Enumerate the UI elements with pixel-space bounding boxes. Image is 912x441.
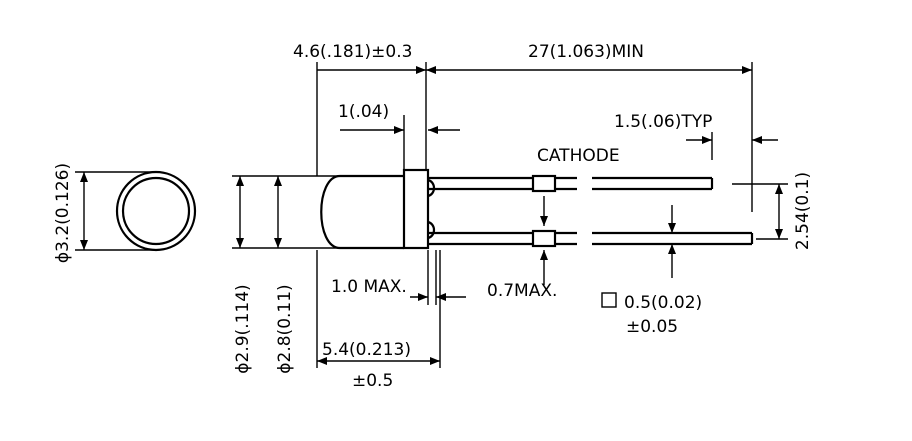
lead-square-label-2: ±0.05: [626, 317, 678, 337]
resin-max-label: 0.7MAX.: [487, 281, 557, 301]
cathode-label: CATHODE: [537, 146, 620, 166]
flange-max-dim: 1.0 MAX.: [331, 250, 466, 305]
lens-length-label: 4.6(.181)±0.3: [293, 42, 412, 62]
dia-inner-label: ϕ2.8(0.11): [275, 284, 295, 373]
top-dims: 4.6(.181)±0.3 27(1.063)MIN 1(.04) 1.5(.0…: [293, 42, 778, 212]
front-view: ϕ3.2(0.126): [53, 163, 197, 263]
front-outer-circle: [115, 170, 197, 252]
lead-spacing-label: 2.54(0.1): [793, 172, 813, 250]
led-body: [320, 168, 436, 250]
dia-outer-label: ϕ2.9(.114): [233, 284, 253, 373]
body-length-label-2: ±0.5: [352, 371, 393, 391]
lead-spacing-dim: 2.54(0.1): [732, 172, 813, 250]
lead-length-label: 27(1.063)MIN: [528, 42, 644, 62]
flange-max-label: 1.0 MAX.: [331, 277, 407, 297]
front-inner-circle: [121, 176, 191, 246]
bend-typ-label: 1.5(.06)TYP: [614, 112, 712, 132]
resin-max-dim: 0.7MAX.: [487, 196, 557, 301]
body-length-dim: 5.4(0.213) ±0.5: [316, 250, 441, 391]
diameter-front-label: ϕ3.2(0.126): [53, 163, 73, 263]
square-symbol-icon: [601, 292, 617, 308]
leads: [428, 174, 754, 248]
lead-square-dim: 0.5(0.02) ±0.05: [601, 205, 702, 337]
flange: [402, 168, 430, 250]
lead-square-label-1: 0.5(0.02): [624, 293, 702, 313]
lens-dome: [320, 174, 404, 250]
body-length-label-1: 5.4(0.213): [322, 340, 411, 360]
lens-diameter-dims: ϕ2.9(.114) ϕ2.8(0.11): [232, 175, 342, 374]
flange-thickness-label: 1(.04): [338, 102, 389, 122]
